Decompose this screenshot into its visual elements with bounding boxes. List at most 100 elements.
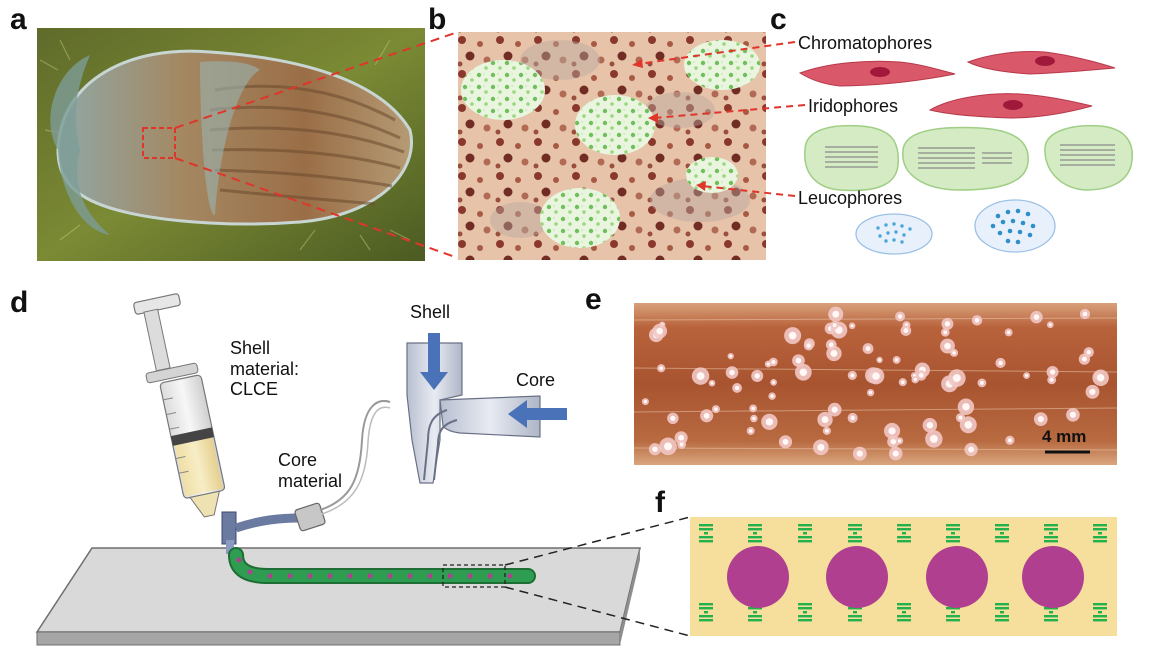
fiber-photograph bbox=[633, 303, 1118, 465]
iridophore-clusters bbox=[461, 40, 760, 248]
photo-spot-center bbox=[771, 360, 776, 364]
fiber-zoom-box bbox=[442, 564, 506, 588]
mesogen-symbol bbox=[995, 524, 1009, 543]
scale-bar-label: 4 mm bbox=[1042, 427, 1087, 446]
photo-spot-center bbox=[806, 343, 811, 348]
shell-flow-arrow bbox=[428, 333, 440, 373]
photo-spot-center bbox=[729, 354, 733, 358]
leucophore-cells bbox=[855, 199, 1056, 255]
printed-fiber bbox=[228, 547, 536, 588]
photo-spot-center bbox=[850, 415, 855, 421]
photo-spot-center bbox=[1033, 314, 1040, 320]
mesogen-symbol bbox=[995, 603, 1009, 622]
label-shell-material-line2: material: bbox=[230, 358, 300, 379]
photo-spot-center bbox=[729, 369, 735, 376]
photo-spot-center bbox=[795, 357, 802, 364]
photo-spot-center bbox=[958, 415, 963, 420]
photo-spot-center bbox=[890, 438, 897, 445]
label-shell-material: Shell material: CLCE bbox=[230, 338, 299, 400]
mesogen-symbol bbox=[699, 603, 713, 622]
photo-spot-center bbox=[799, 368, 808, 376]
label-nozzle-core: Core bbox=[516, 370, 556, 390]
photo-spot-center bbox=[752, 416, 756, 421]
photo-spot-center bbox=[903, 328, 909, 333]
label-shell-material-line3: CLCE bbox=[230, 379, 279, 400]
photo-spot-center bbox=[865, 346, 871, 352]
mesogen-symbol bbox=[798, 524, 812, 543]
core-flow-arrow bbox=[525, 408, 567, 420]
photo-spot-center bbox=[1048, 323, 1052, 327]
panel-label-c: c bbox=[770, 3, 787, 36]
label-nozzle-shell: Shell bbox=[410, 302, 451, 322]
photo-spot-center bbox=[913, 377, 917, 382]
printing-substrate bbox=[35, 547, 641, 646]
photo-spot-center bbox=[751, 406, 755, 411]
photo-spot-center bbox=[918, 373, 924, 378]
panel-label-d: d bbox=[10, 286, 29, 319]
photo-spot-center bbox=[821, 416, 829, 424]
photo-spot-center bbox=[926, 421, 934, 429]
label-core-material-line1: Core bbox=[278, 450, 318, 470]
photo-spot-center bbox=[710, 381, 714, 385]
photo-spot-center bbox=[754, 373, 760, 379]
photo-spot-center bbox=[659, 366, 664, 371]
photo-spot-center bbox=[968, 446, 975, 453]
photo-spot-center bbox=[788, 331, 797, 340]
photo-spot-center bbox=[766, 362, 770, 366]
mesogen-symbol bbox=[1093, 603, 1107, 622]
photo-spot-center bbox=[900, 380, 905, 385]
photo-spot-center bbox=[643, 400, 647, 404]
photo-spot-center bbox=[830, 349, 838, 357]
syringe bbox=[133, 293, 237, 554]
chromatophore-cells bbox=[798, 51, 1116, 119]
photo-spot-center bbox=[872, 372, 880, 380]
photo-spot-center bbox=[679, 442, 684, 447]
liquid-crystal-mesogens bbox=[699, 524, 1107, 622]
photo-spot-center bbox=[678, 434, 685, 441]
photo-spot-center bbox=[888, 427, 896, 435]
photo-spot-center bbox=[832, 323, 837, 328]
photo-spot-center bbox=[979, 380, 984, 385]
photo-spot-center bbox=[670, 415, 676, 421]
photo-spot-center bbox=[831, 406, 838, 413]
mesogen-symbol bbox=[897, 524, 911, 543]
photo-spot-center bbox=[696, 372, 705, 381]
label-leader-arrows bbox=[637, 41, 806, 197]
panel-label-a: a bbox=[10, 3, 27, 36]
photo-spot-center bbox=[734, 385, 740, 391]
photo-spot-center bbox=[832, 310, 840, 318]
leucophore-spots bbox=[641, 306, 1109, 461]
photo-spot-center bbox=[748, 429, 753, 433]
zoom-region-box bbox=[142, 127, 176, 159]
photo-spot-center bbox=[878, 358, 882, 362]
mesogen-symbol bbox=[798, 603, 812, 622]
photo-spot-center bbox=[1089, 388, 1096, 395]
label-iridophores: Iridophores bbox=[808, 96, 899, 116]
leader-arrowheads bbox=[632, 59, 706, 191]
photo-spot-center bbox=[1025, 373, 1029, 378]
photo-spot-center bbox=[1049, 369, 1056, 375]
photo-spot-center bbox=[714, 407, 718, 411]
photo-spot-center bbox=[944, 321, 951, 327]
panel-label-e: e bbox=[585, 283, 602, 316]
skin-cell-illustration bbox=[458, 32, 766, 260]
photo-spot-center bbox=[850, 324, 854, 328]
photo-spot-center bbox=[897, 439, 902, 443]
photo-spot-center bbox=[964, 420, 973, 429]
fiber-cross-section bbox=[690, 517, 1117, 636]
label-core-material: Core material bbox=[278, 450, 342, 491]
core-tubing bbox=[234, 400, 391, 533]
label-chromatophores: Chromatophores bbox=[798, 33, 933, 53]
coaxial-nozzle bbox=[406, 333, 567, 484]
photo-spot-center bbox=[894, 358, 899, 362]
photo-spot-center bbox=[656, 327, 664, 335]
label-core-material-line2: material bbox=[278, 470, 343, 491]
photo-spot-center bbox=[652, 446, 658, 452]
photo-spot-center bbox=[825, 429, 829, 433]
photo-spot-center bbox=[897, 314, 903, 319]
iridophore-cells bbox=[804, 124, 1133, 192]
photo-spot-center bbox=[1037, 416, 1044, 423]
photo-spot-center bbox=[952, 351, 956, 355]
photo-spot-center bbox=[1007, 438, 1012, 443]
photo-spot-center bbox=[1096, 374, 1105, 382]
